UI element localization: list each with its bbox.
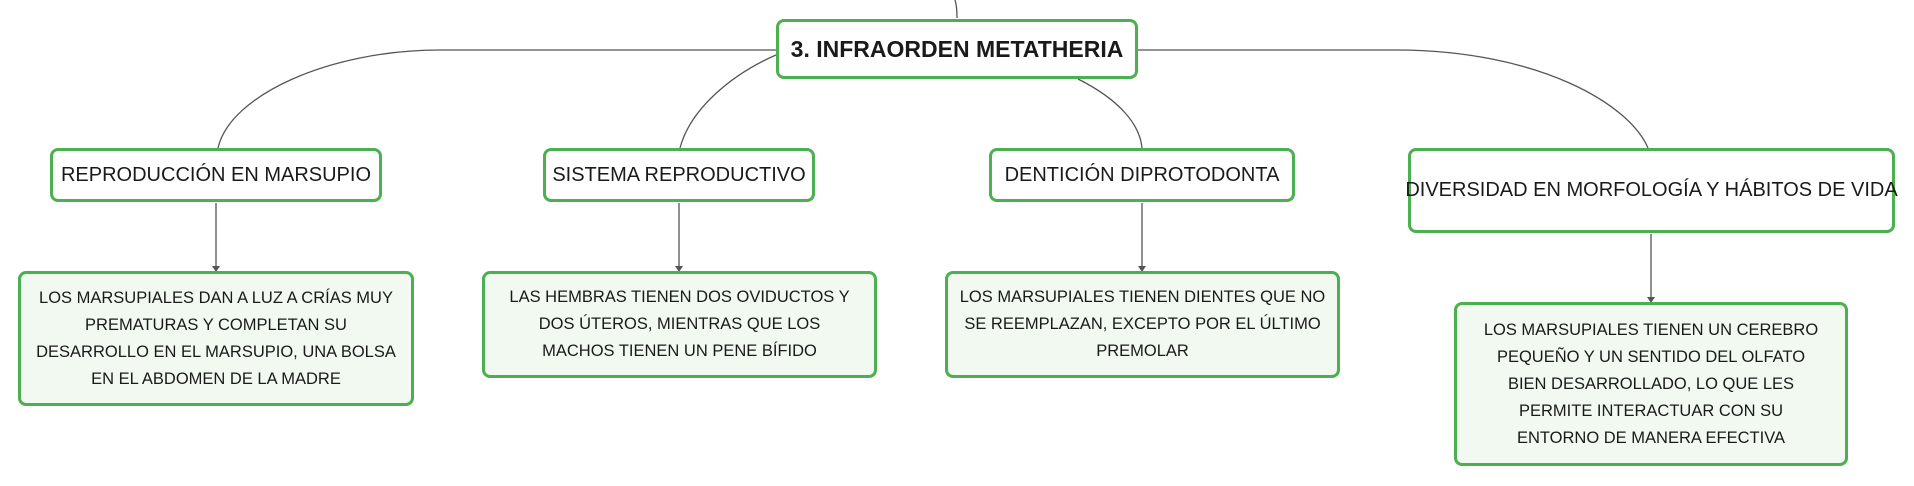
root-node[interactable]: 3. INFRAORDEN METATHERIA (776, 19, 1138, 79)
branch-node-label: DIVERSIDAD EN MORFOLOGÍA Y HÁBITOS DE VI… (1405, 179, 1898, 201)
detail-node-text: LOS MARSUPIALES TIENEN UN CEREBRO PEQUEÑ… (1483, 320, 1819, 447)
connector-root-branch-3 (1077, 78, 1143, 149)
branch-node-denticion[interactable]: DENTICIÓN DIPROTODONTA (989, 148, 1295, 202)
branch-node-label: DENTICIÓN DIPROTODONTA (1004, 163, 1280, 186)
root-node-label: 3. INFRAORDEN METATHERIA (790, 35, 1124, 62)
detail-node-reproduccion[interactable]: LOS MARSUPIALES DAN A LUZ A CRÍAS MUY PR… (18, 271, 414, 406)
branch-node-diversidad[interactable]: DIVERSIDAD EN MORFOLOGÍA Y HÁBITOS DE VI… (1405, 148, 1898, 233)
connector-root-branch-2 (679, 54, 777, 149)
branch-node-label: SISTEMA REPRODUCTIVO (552, 163, 806, 186)
branch-node-label: REPRODUCCIÓN EN MARSUPIO (60, 163, 372, 186)
branch-node-reproduccion[interactable]: REPRODUCCIÓN EN MARSUPIO (50, 148, 382, 202)
detail-node-text: LAS HEMBRAS TIENEN DOS OVIDUCTOS Y DOS Ú… (509, 288, 850, 360)
connector-parent (954, 0, 958, 19)
detail-node-diversidad[interactable]: LOS MARSUPIALES TIENEN UN CEREBRO PEQUEÑ… (1454, 302, 1848, 466)
detail-node-text: LOS MARSUPIALES DAN A LUZ A CRÍAS MUY PR… (36, 288, 396, 388)
branch-node-sistema[interactable]: SISTEMA REPRODUCTIVO (543, 148, 815, 202)
detail-node-sistema[interactable]: LAS HEMBRAS TIENEN DOS OVIDUCTOS Y DOS Ú… (482, 271, 877, 378)
connector-root-branch-4 (1138, 49, 1649, 149)
connector-root-branch-1 (217, 49, 776, 149)
detail-node-text: LOS MARSUPIALES TIENEN DIENTES QUE NO SE… (959, 288, 1326, 360)
detail-node-denticion[interactable]: LOS MARSUPIALES TIENEN DIENTES QUE NO SE… (945, 271, 1340, 378)
